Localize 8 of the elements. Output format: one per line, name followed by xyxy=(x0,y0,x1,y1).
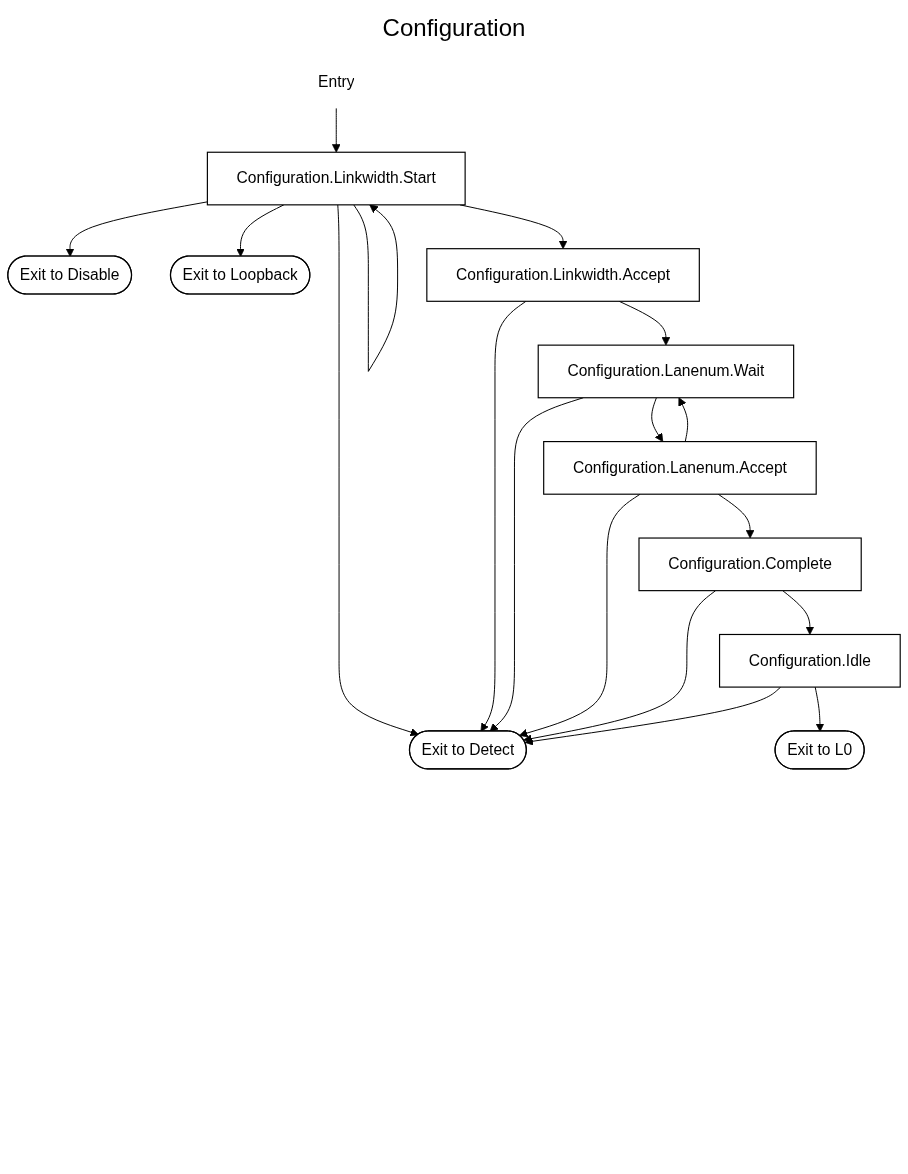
node-box: Configuration.Idle xyxy=(718,633,901,688)
node-box: Configuration.Complete xyxy=(638,537,862,592)
node-box: Configuration.Lanenum.Wait xyxy=(537,344,795,399)
node-text: Entry xyxy=(318,73,355,90)
diagram-title: Configuration xyxy=(381,14,527,42)
node-box: Configuration.Linkwidth.Accept xyxy=(426,248,700,302)
node-box: Configuration.Lanenum.Accept xyxy=(543,441,817,495)
node-box: Configuration.Linkwidth.Start xyxy=(206,151,466,206)
